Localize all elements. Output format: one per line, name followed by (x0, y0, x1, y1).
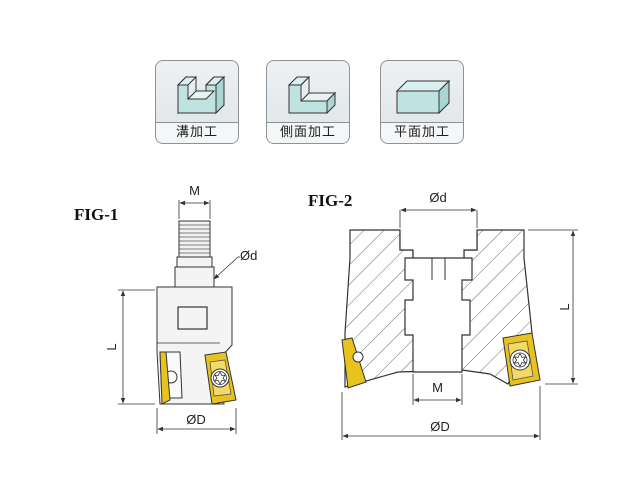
side-machining-caption: 側面加工 (267, 122, 349, 143)
fig1-torx-screw-icon (210, 368, 230, 388)
fig2-dim-l: L (557, 303, 572, 310)
face-machining-card: 平面加工 (380, 60, 464, 144)
fig1-dim-od: ØD (186, 412, 206, 427)
fig1-dim-l: L (104, 343, 119, 350)
fig1-wrench-flat (177, 306, 208, 330)
fig2-dim-d: Ød (429, 190, 446, 205)
fig2-bolt-hole (352, 351, 364, 363)
flat-block-icon (395, 79, 451, 115)
fig1-drawing: M Ød L ØD (104, 183, 257, 434)
fig2-bore (404, 257, 473, 373)
fig1-insert-left (159, 351, 171, 405)
groove-machining-card: 溝加工 (155, 60, 239, 144)
face-machining-caption: 平面加工 (381, 122, 463, 143)
fig1-neck (174, 266, 215, 288)
fig1-dim-d: Ød (240, 248, 257, 263)
fig2-insert-left (341, 337, 367, 389)
groove-block-icon (176, 75, 226, 115)
fig1-dim-m: M (189, 183, 200, 198)
fig2-torx-screw-icon (509, 349, 531, 371)
groove-machining-caption: 溝加工 (156, 122, 238, 143)
fig2-label: FIG-2 (308, 191, 353, 210)
side-step-block-icon (287, 76, 337, 115)
fig1-thread (178, 220, 211, 258)
fig2-dim-m: M (432, 380, 443, 395)
side-machining-card: 側面加工 (266, 60, 350, 144)
fig1-label: FIG-1 (74, 205, 119, 224)
fig2-drawing: Ød L M ØD (341, 190, 578, 440)
fig2-dim-od: ØD (430, 419, 450, 434)
